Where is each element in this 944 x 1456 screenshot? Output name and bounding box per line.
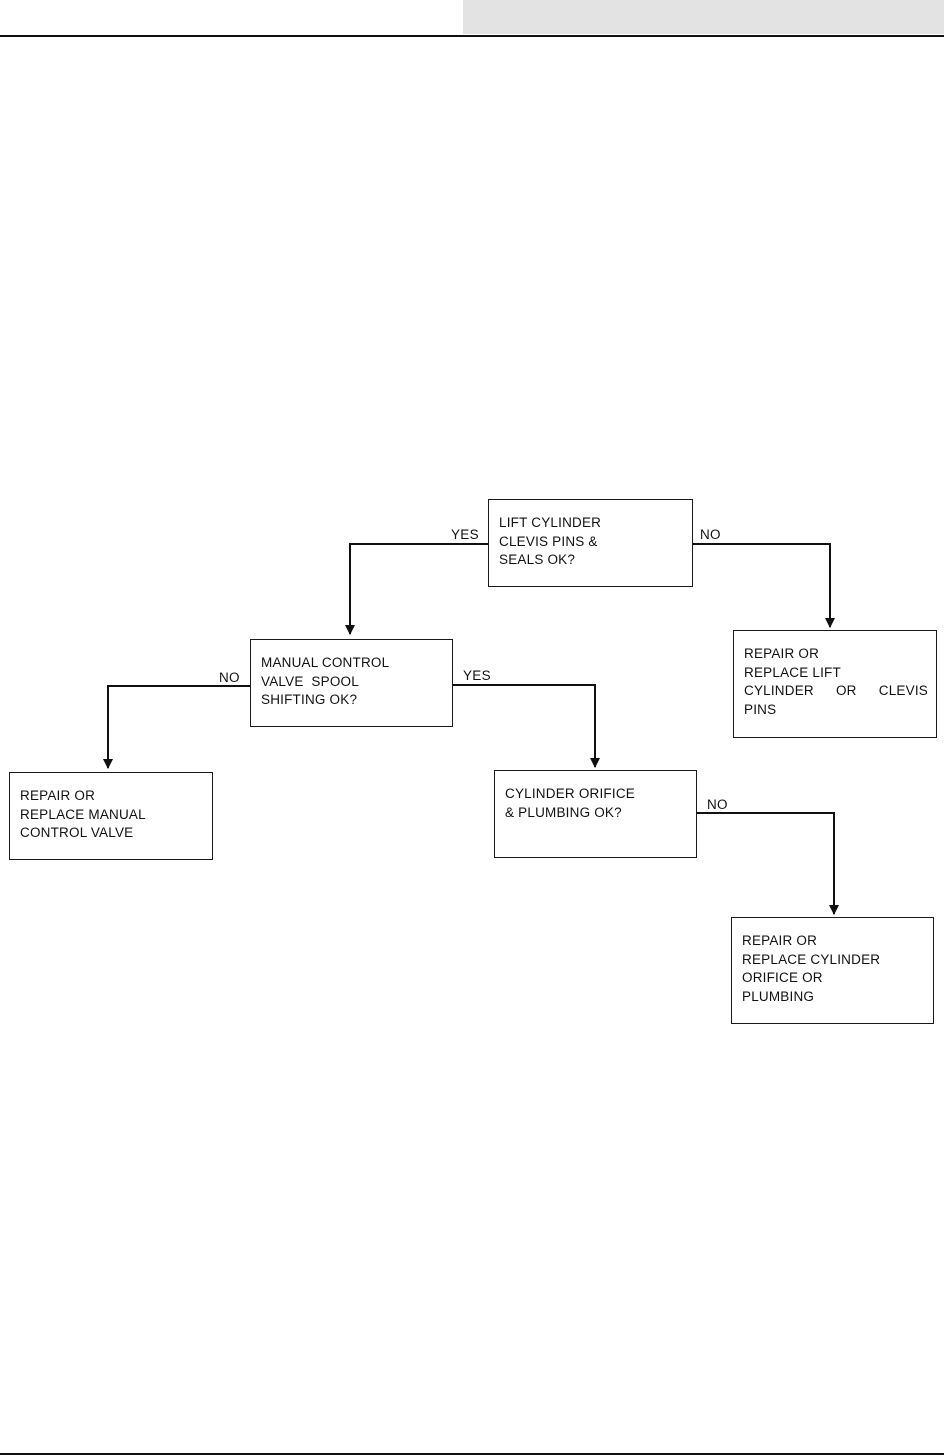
decision-manual-control-valve: MANUAL CONTROL VALVE SPOOL SHIFTING OK? xyxy=(250,639,453,727)
node-line: LIFT CYLINDER xyxy=(499,515,602,530)
node-line: & PLUMBING OK? xyxy=(505,804,622,820)
node-line: SHIFTING OK? xyxy=(261,692,358,707)
node-line: CONTROL VALVE xyxy=(20,825,134,840)
connector-manual-yes xyxy=(453,684,600,768)
header-band xyxy=(463,0,944,34)
node-line: REPLACE MANUAL xyxy=(20,806,146,822)
node-word: CYLINDER xyxy=(744,683,814,698)
node-line: CLEVIS PINS & xyxy=(499,533,598,549)
node-line: REPAIR OR xyxy=(744,646,820,661)
node-word: CLEVIS xyxy=(878,683,928,698)
node-line: SEALS OK? xyxy=(499,552,576,567)
decision-lift-cylinder: LIFT CYLINDER CLEVIS PINS & SEALS OK? xyxy=(488,499,693,587)
node-line: CYLINDER ORIFICE xyxy=(505,786,635,801)
action-repair-lift-cylinder: REPAIR OR REPLACE LIFT CYLINDER OR CLEVI… xyxy=(733,630,937,738)
edge-label-lift-yes: YES xyxy=(451,527,479,542)
connector-manual-no xyxy=(103,685,251,769)
decision-cylinder-orifice: CYLINDER ORIFICE & PLUMBING OK? xyxy=(494,770,697,858)
node-line: ORIFICE OR xyxy=(742,970,823,985)
node-line: PLUMBING xyxy=(742,988,815,1004)
connector-lift-yes xyxy=(345,543,489,635)
node-line: REPLACE LIFT xyxy=(744,664,841,680)
node-line: REPAIR OR xyxy=(20,788,96,803)
header-rule xyxy=(0,35,944,37)
node-line-justified: CYLINDER OR CLEVIS xyxy=(744,682,928,701)
edge-label-lift-no: NO xyxy=(700,527,721,542)
connector-orifice-no xyxy=(697,812,839,915)
action-repair-cylinder-orifice: REPAIR OR REPLACE CYLINDER ORIFICE OR PL… xyxy=(731,917,934,1024)
node-line: REPLACE CYLINDER xyxy=(742,951,881,967)
edge-label-manual-no: NO xyxy=(219,670,240,685)
connector-lift-no xyxy=(693,543,835,628)
node-word: OR xyxy=(835,683,857,698)
edge-label-orifice-no: NO xyxy=(707,797,728,812)
node-line: MANUAL CONTROL xyxy=(261,655,390,670)
node-line: VALVE SPOOL xyxy=(261,673,359,689)
node-line: REPAIR OR xyxy=(742,933,818,948)
footer-rule xyxy=(0,1453,944,1455)
node-line: PINS xyxy=(744,701,777,717)
action-repair-manual-valve: REPAIR OR REPLACE MANUAL CONTROL VALVE xyxy=(9,772,213,860)
edge-label-manual-yes: YES xyxy=(463,668,491,683)
